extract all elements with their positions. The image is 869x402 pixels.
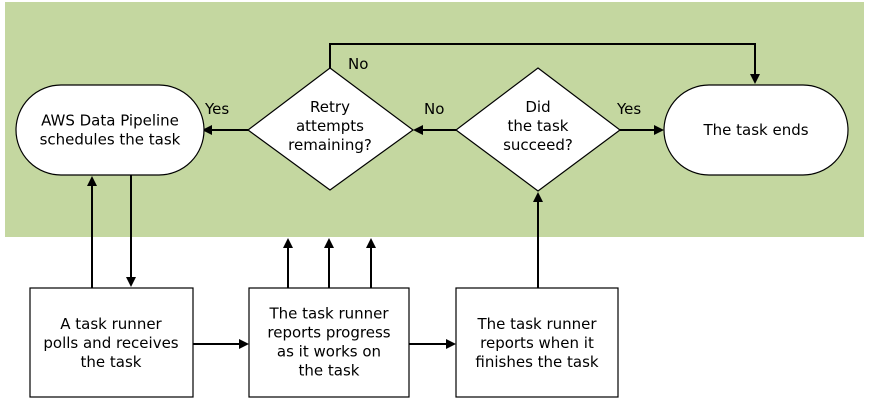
polls-label-line: the task xyxy=(81,353,142,371)
connectors xyxy=(87,43,760,349)
pipeline-label-line: AWS Data Pipeline xyxy=(41,112,179,130)
succeed-label-line: Did xyxy=(525,98,550,116)
polls-label-line: polls and receives xyxy=(43,334,178,352)
pipeline-label-line: schedules the task xyxy=(40,131,181,149)
edge-label-retry-no: No xyxy=(348,55,368,73)
node-finishes-shape xyxy=(455,287,619,398)
node-ends-shape xyxy=(663,84,849,176)
node-ends-label: The task ends xyxy=(702,121,808,139)
progress-label-line: as it works on xyxy=(277,343,381,361)
arrow-retry-no-to-ends xyxy=(329,43,760,84)
progress-label-line: reports progress xyxy=(267,324,390,342)
retry-label-line: Retry xyxy=(310,98,350,116)
node-polls-shape xyxy=(29,287,194,398)
edge-label-succeed-no: No xyxy=(424,100,444,118)
progress-label-line: the task xyxy=(299,362,360,380)
edge-label-retry-yes: Yes xyxy=(204,100,229,118)
finishes-label-line: finishes the task xyxy=(475,353,599,371)
retry-label-line: attempts xyxy=(296,117,364,135)
polls-label-line: A task runner xyxy=(60,315,162,333)
finishes-label-line: reports when it xyxy=(480,334,594,352)
edge-label-succeed-yes: Yes xyxy=(616,100,641,118)
node-succeed-shape xyxy=(454,67,622,192)
node-retry-shape xyxy=(246,67,415,191)
retry-label-line: remaining? xyxy=(288,136,372,154)
node-pipeline-shape xyxy=(15,84,205,176)
progress-label-line: The task runner xyxy=(268,305,389,323)
ends-label-line: The task ends xyxy=(702,121,808,139)
shapes xyxy=(15,67,849,398)
node-progress-shape xyxy=(248,287,410,398)
succeed-label-line: the task xyxy=(508,117,569,135)
finishes-label-line: The task runner xyxy=(476,315,597,333)
succeed-label-line: succeed? xyxy=(503,136,573,154)
edge-labels: No Yes No Yes xyxy=(204,55,641,118)
